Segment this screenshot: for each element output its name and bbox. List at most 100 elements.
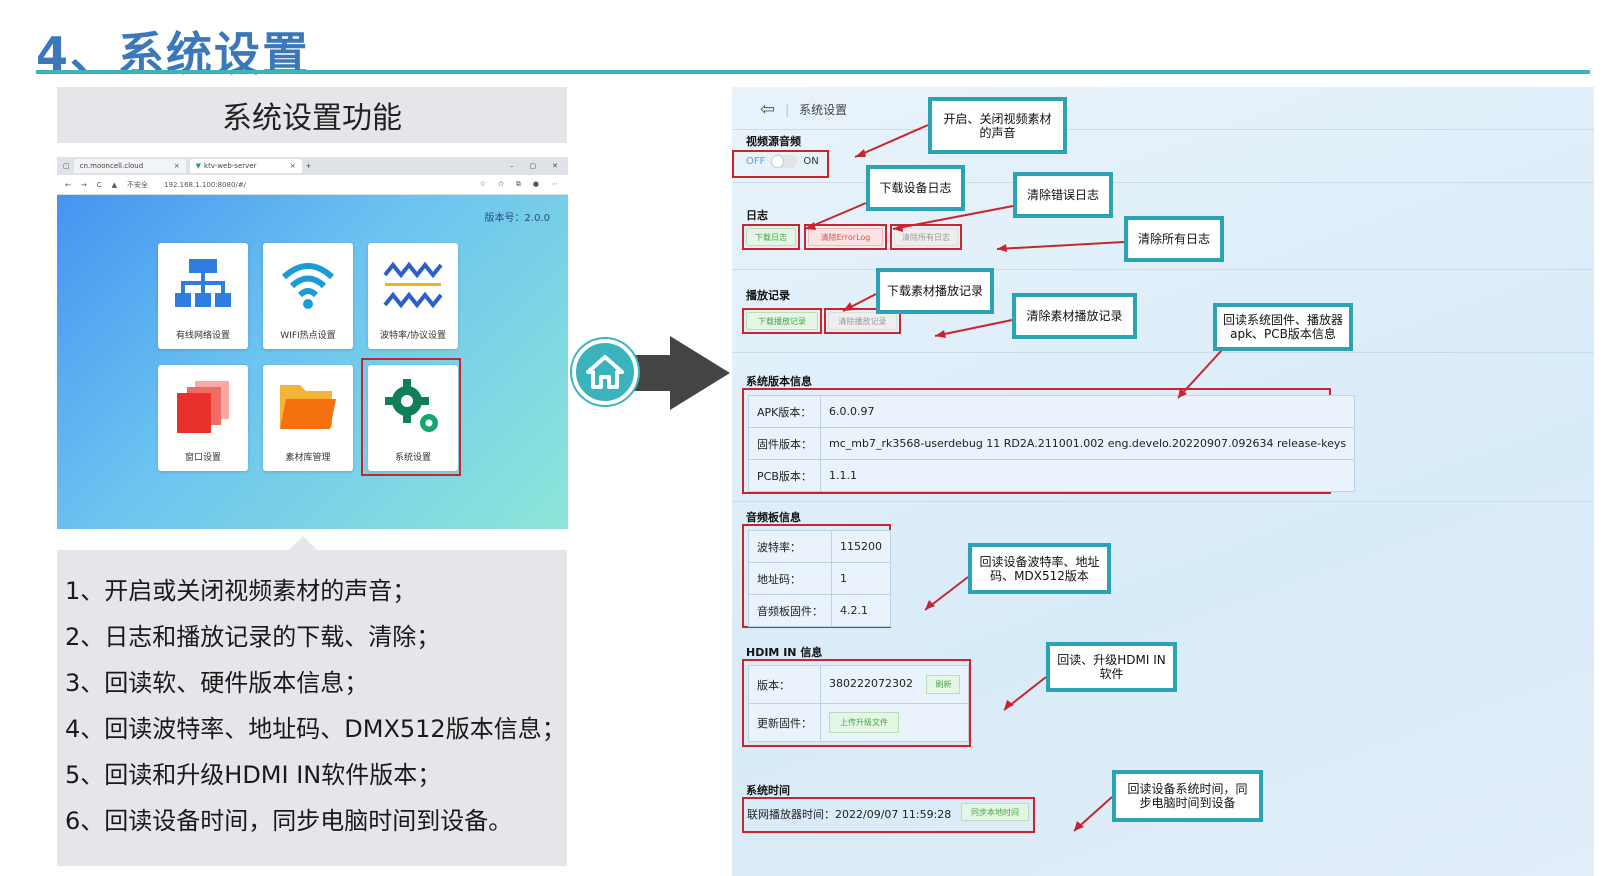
tile-label: 有线网络设置 bbox=[175, 331, 230, 341]
callout-hdmi: 回读、升级HDMI IN软件 bbox=[1046, 642, 1177, 692]
profile-icon[interactable]: ● bbox=[532, 180, 539, 188]
tile-label: 波特率/协议设置 bbox=[379, 331, 447, 341]
tile-wired-network[interactable]: 有线网络设置 bbox=[158, 243, 248, 349]
minimize-icon[interactable]: – bbox=[510, 162, 514, 170]
tile-window[interactable]: 窗口设置 bbox=[158, 365, 248, 471]
feature-list-panel: 1、开启或关闭视频素材的声音； 2、日志和播放记录的下载、清除； 3、回读软、硬… bbox=[57, 536, 567, 866]
toggle-off-label: OFF bbox=[746, 156, 766, 167]
divider bbox=[732, 352, 1594, 353]
section-title-version: 系统版本信息 bbox=[746, 375, 812, 388]
tile-label: 窗口设置 bbox=[184, 453, 221, 463]
row-key: 地址码： bbox=[748, 562, 832, 595]
refresh-button[interactable]: 刷新 bbox=[926, 675, 961, 694]
table-row: 版本： 380222072302 刷新 bbox=[748, 665, 970, 704]
tile-system-settings[interactable]: 系统设置 bbox=[368, 365, 458, 471]
row-key: 固件版本： bbox=[748, 427, 821, 460]
settings-title: 系统设置 bbox=[799, 103, 848, 117]
section-title-log: 日志 bbox=[746, 209, 768, 222]
favorite-icon[interactable]: ✩ bbox=[498, 180, 504, 188]
sync-time-button[interactable]: 同步本地时间 bbox=[961, 803, 1029, 821]
section-title-video-audio: 视频源音频 bbox=[746, 135, 801, 148]
browser-tab-2[interactable]: ▼ ktv-web-server × bbox=[189, 159, 302, 173]
row-key: 波特率： bbox=[748, 530, 832, 563]
new-tab-icon[interactable]: + bbox=[305, 162, 312, 170]
tab-title: cn.mooncell.cloud bbox=[79, 162, 144, 170]
url-input[interactable]: 192.168.1.100:8080/#/ bbox=[164, 180, 246, 189]
back-icon[interactable]: ← bbox=[65, 180, 71, 189]
feature-item: 6、回读设备时间，同步电脑时间到设备。 bbox=[65, 807, 513, 835]
download-play-record-button[interactable]: 下载播放记录 bbox=[746, 312, 818, 330]
download-log-button[interactable]: 下载日志 bbox=[746, 228, 796, 246]
maximize-icon[interactable]: ▢ bbox=[529, 162, 537, 170]
browser-tab-1[interactable]: cn.mooncell.cloud × bbox=[73, 159, 186, 173]
tile-wifi[interactable]: WIFI热点设置 bbox=[263, 243, 353, 349]
upload-firmware-button[interactable]: 上传升级文件 bbox=[829, 712, 899, 733]
arrow-head bbox=[670, 336, 730, 410]
audio-board-table: 波特率：115200 地址码：1 音频板固件：4.2.1 bbox=[748, 530, 891, 627]
section-title-system-time: 系统时间 bbox=[746, 784, 790, 797]
row-key: 更新固件： bbox=[748, 703, 821, 742]
vue-logo-icon: ▼ bbox=[195, 162, 202, 170]
row-value: 6.0.0.97 bbox=[819, 395, 1356, 428]
browser-tab-bar: ▢ cn.mooncell.cloud × ▼ ktv-web-server ×… bbox=[57, 157, 568, 175]
table-row: 地址码：1 bbox=[748, 562, 891, 595]
tile-baud-protocol[interactable]: 波特率/协议设置 bbox=[368, 243, 458, 349]
tile-label: WIFI热点设置 bbox=[280, 331, 336, 341]
title-underline bbox=[36, 70, 1590, 74]
callout-audio-board: 回读设备波特率、地址码、MDX512版本 bbox=[968, 543, 1111, 594]
reload-icon[interactable]: C bbox=[96, 180, 102, 189]
collections-icon[interactable]: ⧉ bbox=[515, 180, 521, 188]
home-icon bbox=[572, 339, 638, 405]
tile-material-library[interactable]: 素材库管理 bbox=[263, 365, 353, 471]
callout-download-play-record: 下载素材播放记录 bbox=[876, 268, 994, 314]
read-aloud-icon[interactable]: ☆ bbox=[479, 180, 487, 188]
gear-icon bbox=[385, 379, 438, 432]
table-row: APK版本：6.0.0.97 bbox=[748, 395, 1356, 428]
toggle-on-label: ON bbox=[803, 156, 819, 167]
tab-close-icon[interactable]: × bbox=[173, 162, 180, 170]
row-value: 4.2.1 bbox=[831, 594, 891, 627]
back-arrow-icon[interactable]: ⇦ bbox=[760, 99, 776, 120]
table-row: 音频板固件：4.2.1 bbox=[748, 594, 891, 627]
warning-icon: ▲ bbox=[111, 180, 118, 189]
row-value: 1.1.1 bbox=[819, 459, 1356, 492]
audio-toggle[interactable]: OFF ON bbox=[746, 155, 819, 168]
divider bbox=[732, 129, 1594, 130]
forward-icon[interactable]: → bbox=[80, 180, 87, 189]
highlight-box bbox=[742, 659, 971, 747]
row-value: mc_mb7_rk3568-userdebug 11 RD2A.211001.0… bbox=[819, 427, 1356, 460]
tile-label: 系统设置 bbox=[394, 453, 431, 463]
browser-screenshot: ▢ cn.mooncell.cloud × ▼ ktv-web-server ×… bbox=[57, 157, 568, 529]
callout-version-info: 回读系统固件、播放器apk、PCB版本信息 bbox=[1213, 303, 1353, 351]
divider bbox=[732, 501, 1594, 502]
close-window-icon[interactable]: ✕ bbox=[552, 162, 558, 170]
browser-tools: ☆ ✩ ⧉ ● ⋯ bbox=[480, 180, 568, 189]
table-row: 更新固件： 上传升级文件 bbox=[748, 703, 970, 742]
tab-close-icon[interactable]: × bbox=[289, 162, 296, 170]
page-title: 4、系统设置 bbox=[36, 27, 311, 81]
row-key: 版本： bbox=[748, 665, 821, 704]
highlight-box bbox=[742, 308, 822, 334]
highlight-box bbox=[742, 224, 800, 250]
tile-label: 素材库管理 bbox=[285, 453, 331, 463]
hdmi-table: 版本： 380222072302 刷新 更新固件： 上传升级文件 bbox=[748, 665, 970, 742]
table-row: PCB版本：1.1.1 bbox=[748, 459, 1356, 492]
feature-item: 3、回读软、硬件版本信息； bbox=[65, 669, 369, 697]
callout-download-log: 下载设备日志 bbox=[866, 165, 965, 211]
section-title-hdmi: HDIM IN 信息 bbox=[746, 646, 823, 659]
clear-errorlog-button[interactable]: 清除ErrorLog bbox=[808, 228, 883, 246]
toggle-switch[interactable] bbox=[771, 155, 798, 168]
clear-play-record-button[interactable]: 清除播放记录 bbox=[828, 312, 897, 330]
callout-clear-play-record: 清除素材播放记录 bbox=[1012, 293, 1137, 339]
feature-item: 4、回读波特率、地址码、DMX512版本信息； bbox=[65, 715, 566, 743]
row-value: 1 bbox=[831, 562, 891, 595]
row-key: 音频板固件： bbox=[748, 594, 832, 627]
clear-all-logs-button[interactable]: 清除所有日志 bbox=[894, 228, 958, 246]
more-icon[interactable]: ⋯ bbox=[551, 180, 558, 188]
tab-title: ktv-web-server bbox=[204, 162, 257, 170]
wifi-icon bbox=[281, 263, 335, 309]
settings-screenshot: ⇦ | 系统设置 视频源音频 OFF ON 日志 下载日志 清除ErrorLog… bbox=[732, 87, 1594, 876]
security-label: 不安全 bbox=[127, 180, 149, 189]
callout-system-time: 回读设备系统时间，同步电脑时间到设备 bbox=[1112, 770, 1263, 822]
tab-actions-icon[interactable]: ▢ bbox=[63, 162, 70, 170]
